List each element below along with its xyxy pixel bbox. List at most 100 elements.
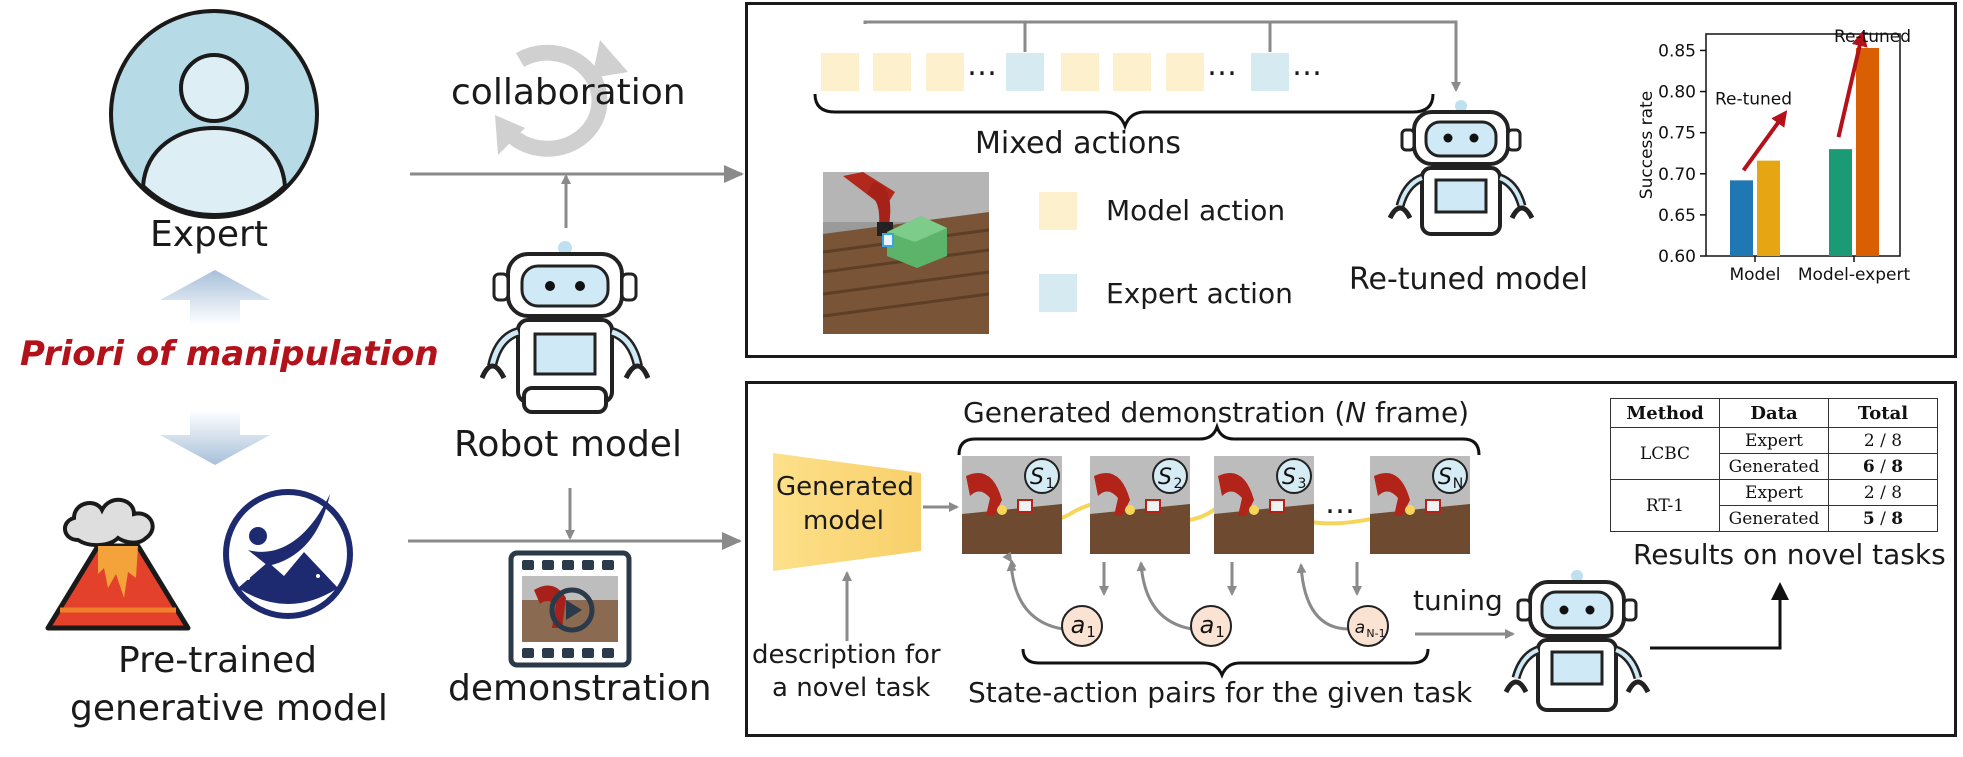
retuned-model-label: Re-tuned model: [1349, 262, 1589, 297]
ellipsis-2: …: [1207, 48, 1237, 83]
state-action-brace: [1021, 648, 1430, 679]
demonstration-film-icon: [508, 550, 632, 668]
data-cell: Expert: [1719, 479, 1829, 506]
header-data: Data: [1719, 398, 1829, 428]
data-cell: Generated: [1719, 453, 1829, 480]
robot-model-icon: [480, 241, 650, 414]
svg-text:S: S: [1158, 465, 1172, 490]
total-cell: 2 / 8: [1828, 427, 1938, 454]
data-cell: Generated: [1719, 505, 1829, 532]
svg-text:a: a: [1200, 611, 1215, 639]
data-cell: Expert: [1719, 427, 1829, 454]
robot-arm-scene-image: [823, 172, 989, 334]
generated-model-label-1: Generated: [776, 472, 914, 502]
legend-expert-action-label: Expert action: [1106, 277, 1293, 310]
tuned-robot-icon: [1503, 570, 1651, 712]
pretrained-label-2: generative model: [70, 688, 388, 729]
annotation-label: Re-tuned: [1715, 90, 1792, 110]
bar: [1829, 149, 1852, 256]
action-to-state-arrow: [1006, 561, 1064, 631]
results-table: Method Data Total LCBC Expert 2 / 8 Gene…: [1610, 398, 1938, 532]
retuned-arrow: [1741, 110, 1788, 172]
y-tick-label: 0.65: [1658, 206, 1696, 226]
total-cell: 6 / 8: [1828, 453, 1938, 480]
ellipsis-1: …: [967, 48, 997, 83]
model-action-square: [1061, 53, 1099, 91]
y-tick-label: 0.60: [1658, 247, 1696, 267]
action-to-state-arrow: [1296, 563, 1350, 631]
retuned-arrow: [1836, 30, 1868, 138]
y-tick-label: 0.85: [1658, 41, 1696, 61]
generated-model-label-2: model: [803, 506, 884, 536]
svg-text:1: 1: [1215, 623, 1225, 641]
generated-model-block: [773, 453, 921, 571]
svg-text:1: 1: [1046, 476, 1055, 492]
pretrained-label-1: Pre-trained: [118, 640, 318, 681]
robot-model-label: Robot model: [454, 424, 682, 465]
mixed-actions-brace: [813, 93, 1435, 131]
priori-up-arrow: [160, 270, 270, 325]
results-label: Results on novel tasks: [1633, 538, 1946, 571]
y-axis-label: Success rate: [1637, 91, 1657, 199]
description-label-1: description for: [752, 640, 941, 670]
bar: [1757, 160, 1780, 256]
svg-text:1: 1: [1086, 623, 1096, 641]
priori-down-arrow: [160, 410, 270, 465]
total-cell: 2 / 8: [1828, 479, 1938, 506]
bar: [1730, 180, 1753, 256]
description-label-2: a novel task: [772, 673, 931, 703]
table-row: Generated 5 / 8: [1611, 505, 1938, 532]
ellipsis-3: …: [1292, 48, 1322, 83]
method-cell: RT-1: [1610, 479, 1720, 532]
table-row: LCBC Expert 2 / 8: [1610, 427, 1938, 480]
generated-demo-brace: [957, 422, 1481, 456]
svg-text:N-1: N-1: [1366, 627, 1385, 640]
y-tick-label: 0.70: [1658, 165, 1696, 185]
x-tick-label: Model: [1729, 265, 1780, 285]
y-tick-label: 0.75: [1658, 124, 1696, 144]
y-tick-label: 0.80: [1658, 83, 1696, 103]
svg-text:a: a: [1071, 611, 1086, 639]
legend-model-action-label: Model action: [1106, 194, 1286, 227]
svg-text:3: 3: [1298, 476, 1307, 492]
tuning-label: tuning: [1413, 584, 1503, 617]
table-row: RT-1 Expert 2 / 8: [1610, 479, 1938, 532]
mixed-actions-graphic: [813, 20, 1461, 131]
svg-text:S: S: [1282, 465, 1296, 490]
model-action-square: [1166, 53, 1204, 91]
results-table-header-row: Method Data Total: [1610, 398, 1938, 428]
header-total: Total: [1828, 398, 1938, 428]
legend-model-action-swatch: [1039, 192, 1077, 230]
expert-action-square: [1006, 53, 1044, 91]
volcano-icon: [45, 498, 191, 631]
demonstration-label: demonstration: [448, 668, 712, 709]
svg-text:a: a: [1355, 618, 1365, 638]
svg-text:2: 2: [1174, 476, 1183, 492]
expert-avatar-icon: [109, 9, 319, 219]
x-tick-label: Model-expert: [1798, 265, 1911, 285]
expert-label: Expert: [150, 214, 268, 255]
mixed-actions-label: Mixed actions: [975, 126, 1182, 161]
annotation-label: Re-tuned: [1834, 27, 1911, 47]
total-cell: 5 / 8: [1828, 505, 1938, 532]
model-action-square: [926, 53, 964, 91]
svg-text:S: S: [1438, 465, 1452, 490]
model-action-square: [873, 53, 911, 91]
legend-expert-action-swatch: [1039, 274, 1077, 312]
expert-action-square: [1251, 53, 1289, 91]
bar: [1856, 47, 1879, 256]
trajectory-line: [992, 497, 1436, 527]
action-to-state-arrow: [1136, 561, 1193, 631]
bird-logo-icon: [223, 489, 353, 619]
priori-label: Priori of manipulation: [20, 334, 439, 374]
collaboration-label: collaboration: [451, 72, 686, 113]
results-table-wrapper: Method Data Total LCBC Expert 2 / 8 Gene…: [1610, 398, 1938, 532]
